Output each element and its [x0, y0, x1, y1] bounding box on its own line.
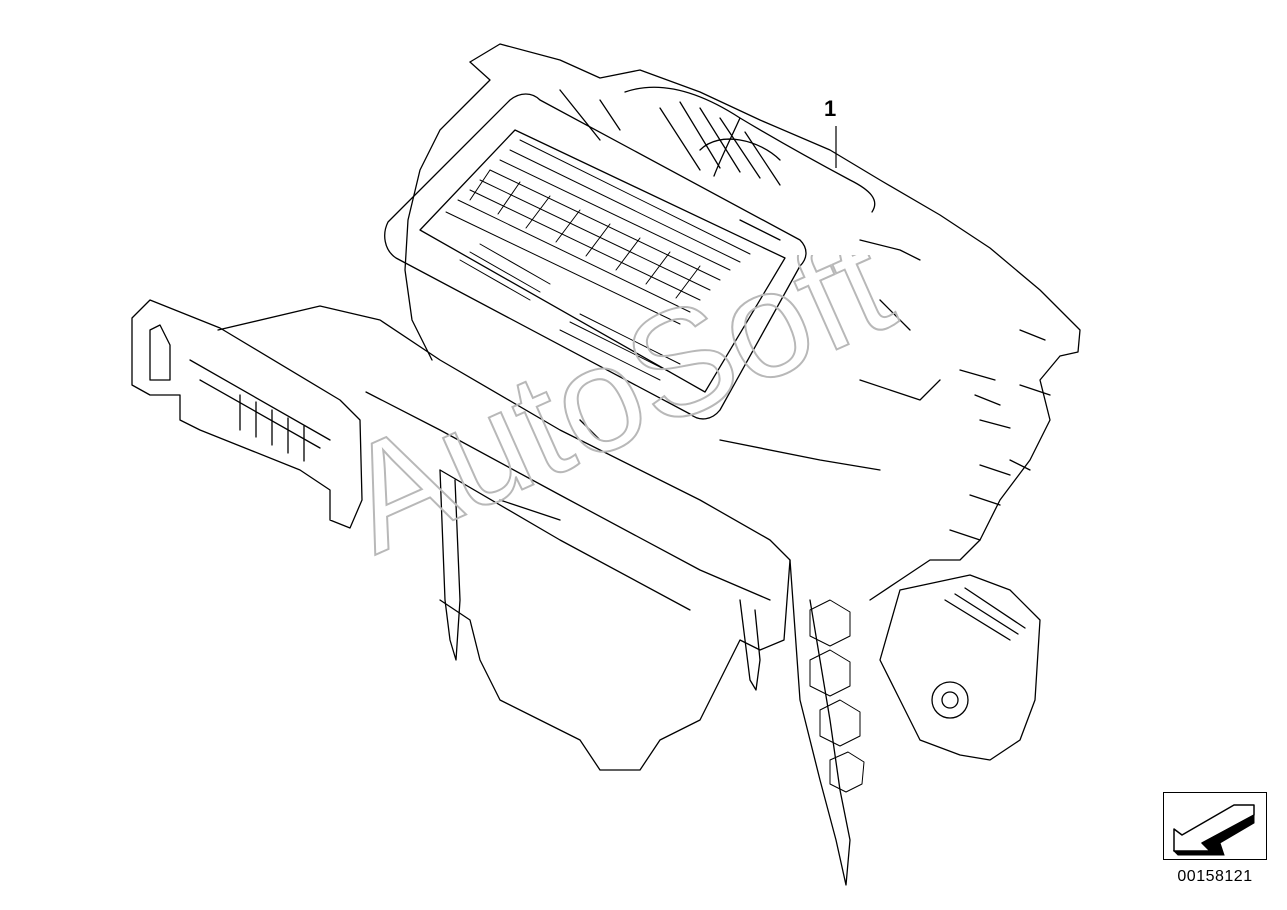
lower-case [217, 305, 791, 771]
callout-number: 1 [824, 96, 837, 121]
mounting-leg-mid [739, 599, 761, 691]
upper-housing-left-edge [404, 61, 491, 361]
left-duct-slots [239, 394, 305, 462]
direction-indicator [1163, 792, 1267, 860]
actuator-vents [944, 587, 1026, 641]
filter-frame-outer [384, 93, 807, 420]
actuator-motor [879, 574, 1041, 761]
lower-case-panel [365, 391, 771, 611]
mounting-leg-right [789, 559, 851, 886]
connector-pins [949, 329, 1051, 541]
filter-mesh [445, 139, 751, 325]
air-louvers [459, 243, 681, 381]
honeycomb-ribs [809, 599, 865, 793]
filter-frame-inner [419, 129, 786, 393]
blower-drum [624, 86, 876, 213]
drum-ridges [659, 101, 781, 186]
front-arrow-icon [1172, 804, 1255, 856]
diagram-reference-number: 00158121 [1177, 868, 1253, 885]
housing-details [499, 89, 941, 521]
left-duct-inner [149, 324, 331, 449]
actuator-hub [931, 681, 969, 719]
actuator-pin [941, 691, 959, 709]
left-duct [131, 299, 363, 529]
mounting-leg-left [439, 469, 461, 661]
upper-housing-outline [469, 43, 1081, 601]
